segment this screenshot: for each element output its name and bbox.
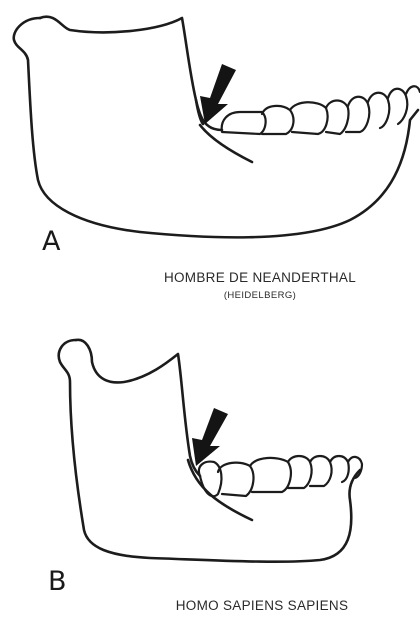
panel-b-caption: HOMO SAPIENS SAPIENS	[122, 598, 402, 613]
neanderthal-teeth	[222, 86, 420, 134]
panel-a-subcaption: (HEIDELBERG)	[120, 290, 400, 301]
panel-a-letter: A	[42, 226, 60, 257]
sapiens-teeth	[199, 456, 362, 496]
neanderthal-mandible-outline	[14, 17, 418, 238]
arrow-b-icon	[192, 408, 228, 466]
panel-a-caption: HOMBRE DE NEANDERTHAL	[120, 270, 400, 285]
panel-b-letter: B	[48, 566, 67, 597]
